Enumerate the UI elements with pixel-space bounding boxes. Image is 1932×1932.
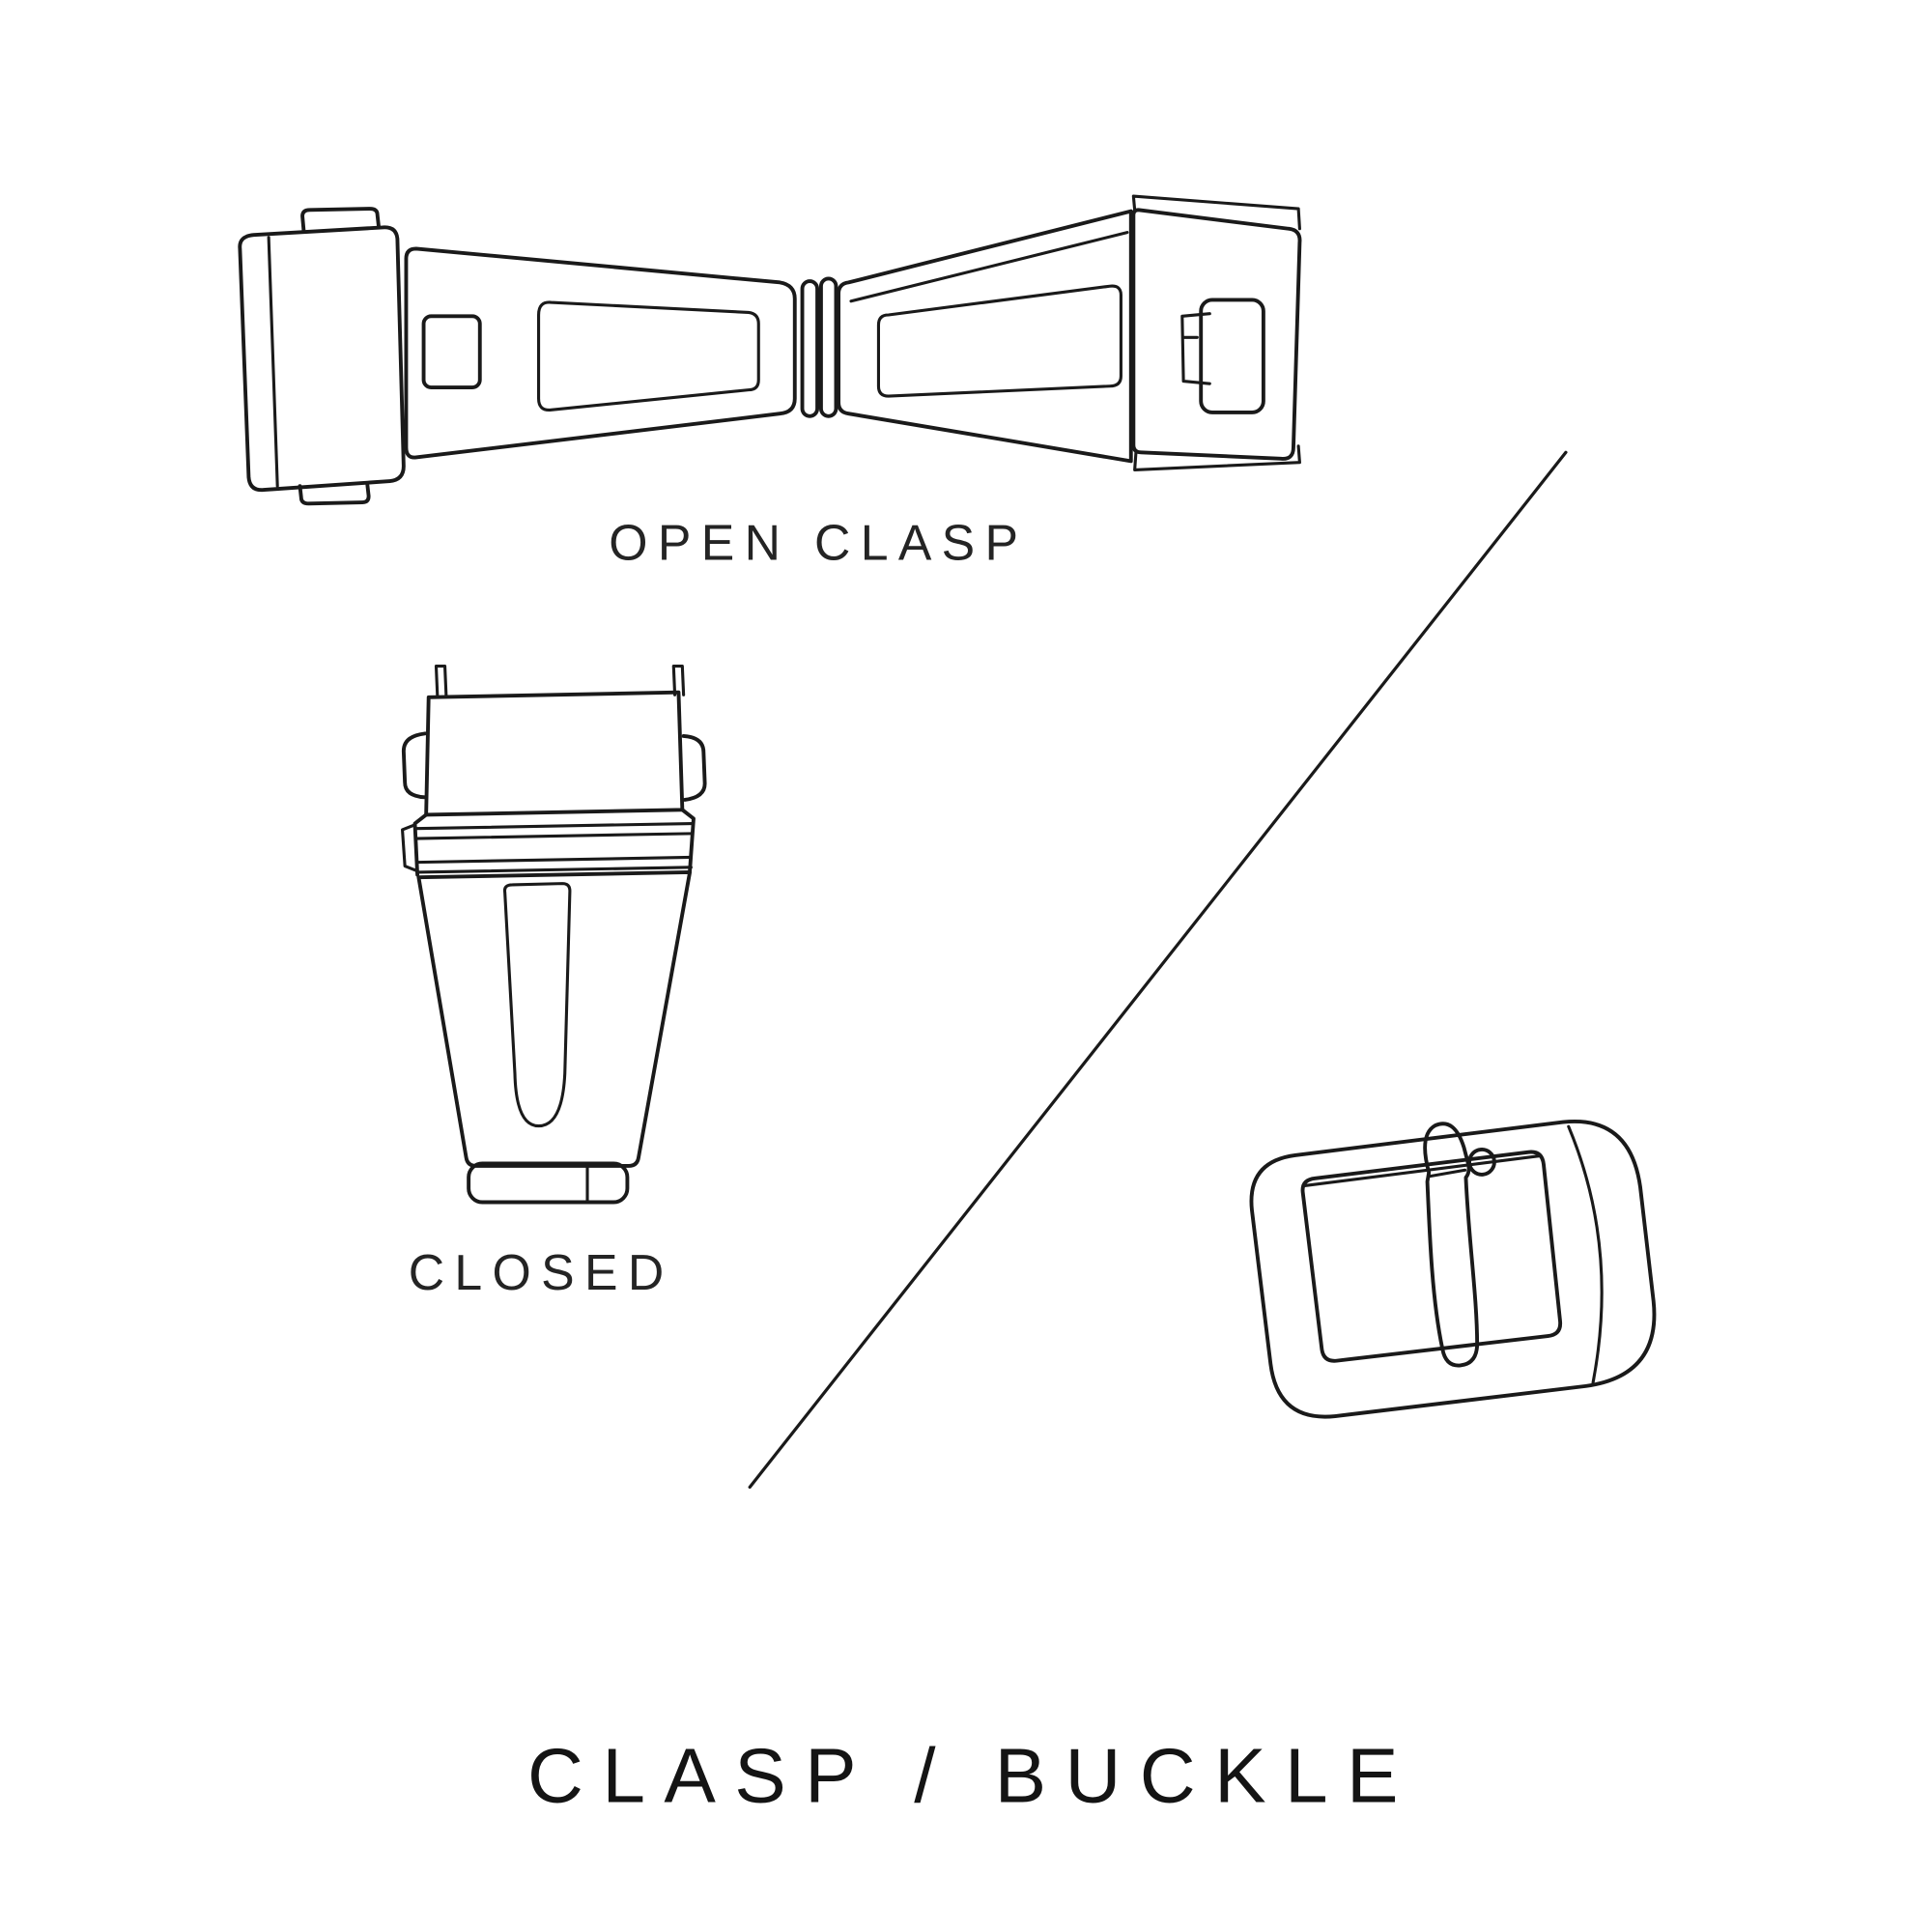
closed-clasp-band-line-3 bbox=[415, 855, 693, 865]
open-clasp-left-top-tab bbox=[300, 207, 381, 232]
closed-clasp-band-line-1 bbox=[414, 821, 695, 831]
closed-clasp-left-ear bbox=[401, 731, 427, 800]
open-clasp-hinge-right bbox=[818, 276, 838, 418]
closed-clasp-band-right-edge bbox=[680, 808, 696, 873]
buckle-frame-opening bbox=[1300, 1150, 1563, 1363]
closed-clasp-left-prong bbox=[434, 664, 448, 696]
closed-clasp-band-line-4 bbox=[415, 866, 693, 874]
buckle-frame-outline bbox=[1249, 1119, 1657, 1419]
open-clasp-right-arm-panel bbox=[876, 284, 1122, 398]
open-clasp-hinge-left bbox=[800, 279, 819, 418]
closed-clasp-bottom-bar bbox=[467, 1161, 630, 1205]
open-clasp-right-link-outline bbox=[1131, 208, 1302, 461]
closed-clasp-left-flap bbox=[401, 823, 419, 873]
buckle-figure bbox=[1249, 1119, 1657, 1419]
closed-clasp-band-left-edge bbox=[412, 812, 429, 877]
open-clasp-right-arm-outline bbox=[837, 209, 1133, 464]
buckle-tongue-fold-line bbox=[1428, 1168, 1467, 1179]
open-clasp-right-link-top-step bbox=[1131, 194, 1301, 231]
open-clasp-right-link-slot bbox=[1199, 298, 1265, 414]
buckle-right-band-inner-curve bbox=[1567, 1124, 1604, 1385]
closed-clasp-top-block bbox=[424, 690, 685, 817]
closed-clasp-body-cutout bbox=[502, 882, 572, 1128]
open-clasp-left-arm-notch bbox=[421, 314, 482, 389]
divider-line bbox=[748, 450, 1568, 1490]
open-clasp-left-link-edge bbox=[267, 236, 279, 488]
open-clasp-left-bottom-tab bbox=[298, 482, 371, 506]
open-clasp-left-arm-outline bbox=[404, 246, 797, 460]
closed-clasp-band-line-2 bbox=[414, 832, 695, 840]
open-clasp-left-link-outline bbox=[238, 225, 406, 493]
closed-clasp-body bbox=[416, 870, 693, 1168]
open-clasp-figure bbox=[238, 194, 1302, 506]
page-title: CLASP / BUCKLE bbox=[527, 1731, 1417, 1818]
closed-clasp-right-ear bbox=[681, 734, 707, 802]
open-clasp-label: OPEN CLASP bbox=[609, 515, 1028, 571]
open-clasp-right-link-bottom-step bbox=[1133, 444, 1301, 471]
closed-clasp-figure bbox=[401, 664, 707, 1205]
closed-label: CLOSED bbox=[409, 1244, 674, 1300]
open-clasp-right-link-catch bbox=[1180, 312, 1211, 385]
buckle-spring-bar bbox=[1302, 1154, 1541, 1187]
open-clasp-right-arm-fold-line bbox=[849, 231, 1129, 303]
buckle-tongue bbox=[1423, 1122, 1480, 1368]
open-clasp-left-arm-panel bbox=[537, 300, 760, 412]
closed-clasp-right-prong bbox=[671, 664, 686, 696]
